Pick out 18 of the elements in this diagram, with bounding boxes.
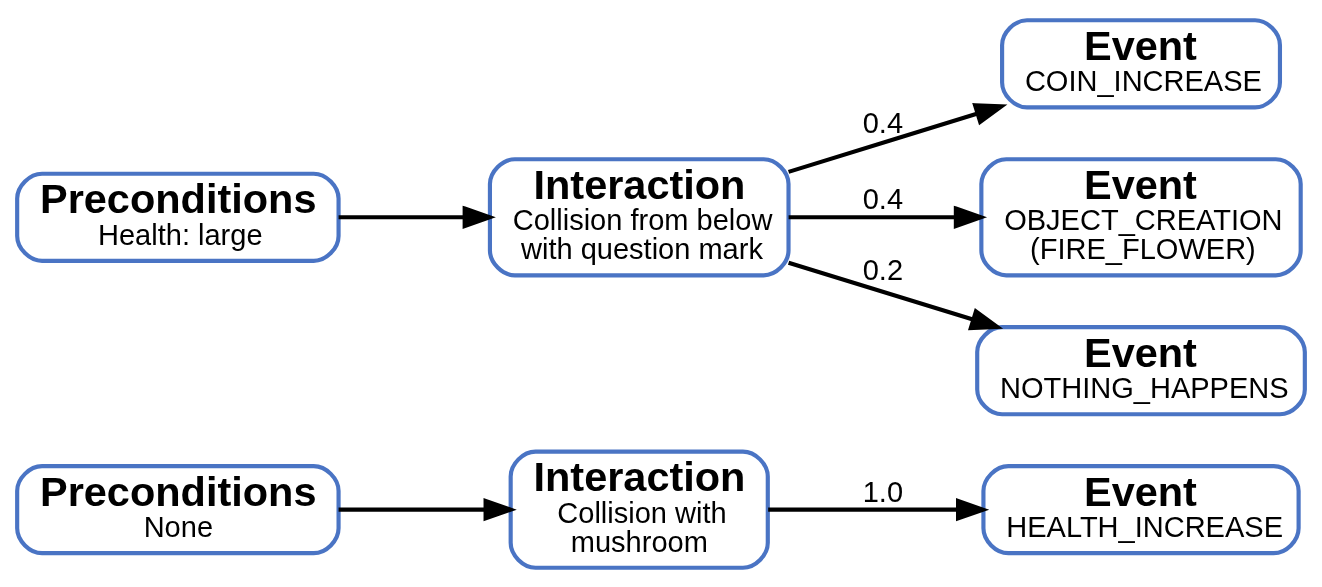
edge-label: 0.2	[862, 253, 904, 286]
edge-label: 1.0	[862, 475, 904, 508]
arrow	[338, 497, 517, 521]
node-box: Event NOTHING_HAPPENS	[975, 324, 1307, 416]
node-box: Event COIN_INCREASE	[1000, 17, 1283, 109]
arrow	[788, 205, 988, 229]
edge-label: 0.4	[862, 182, 904, 215]
arrow	[787, 260, 1004, 330]
node-box: Interaction Collision from below with question mark	[487, 156, 791, 277]
arrow	[338, 205, 496, 229]
arrow	[768, 497, 990, 521]
node-box: Event OBJECT_CREATION (FIRE_FLOWER)	[979, 156, 1303, 277]
node-box: Event HEALTH_INCREASE	[981, 463, 1301, 555]
node-box: Interaction Collision with mushroom	[508, 449, 770, 570]
node-box: Preconditions None	[15, 463, 341, 555]
node-box: Preconditions Health: large	[15, 171, 341, 263]
edge-label: 0.4	[862, 106, 904, 139]
arrow	[787, 102, 1008, 174]
